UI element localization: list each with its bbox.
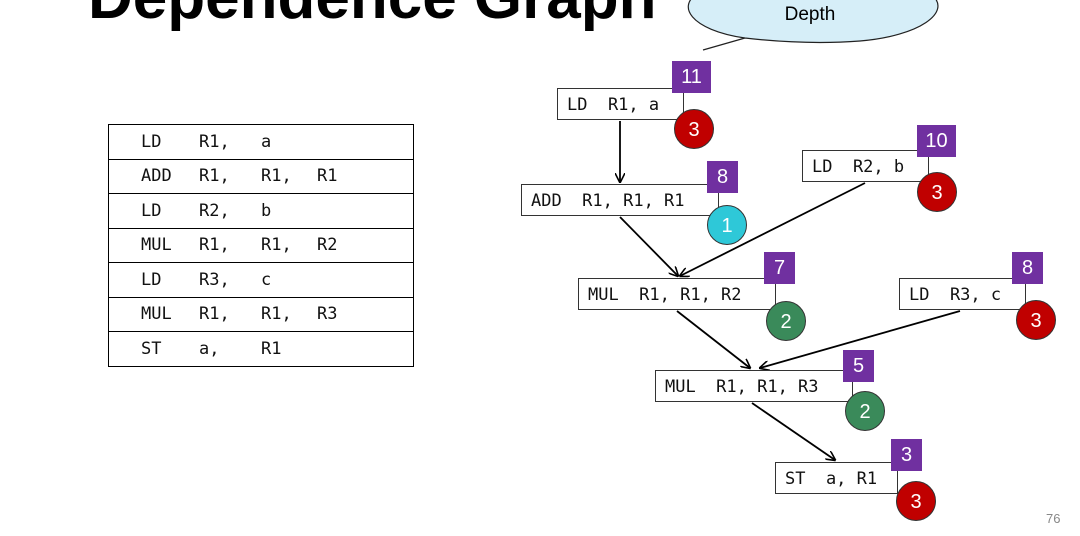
node-ld-r3-c: LD R3, c	[899, 278, 1026, 310]
priority-badge: 7	[764, 252, 795, 284]
code-cell: MUL	[108, 296, 199, 332]
edge	[619, 216, 678, 276]
code-cell: R1	[317, 158, 414, 194]
priority-badge: 10	[917, 125, 956, 157]
node-ld-r1-a: LD R1, a	[557, 88, 684, 120]
code-cell	[317, 124, 414, 160]
depth-badge: 3	[917, 172, 957, 212]
code-cell: b	[261, 193, 317, 229]
depth-callout: Depth	[784, 4, 836, 25]
priority-badge: 11	[672, 61, 711, 93]
code-cell: R2	[317, 227, 414, 263]
slide-title: Dependence Graph	[88, 0, 656, 33]
code-cell: R1,	[199, 296, 261, 332]
depth-badge: 2	[845, 391, 885, 431]
code-cell: MUL	[108, 227, 199, 263]
priority-badge: 5	[843, 350, 874, 382]
priority-badge: 3	[891, 439, 922, 471]
node-add: ADD R1, R1, R1	[521, 184, 719, 216]
code-cell: LD	[108, 124, 199, 160]
code-cell: R3,	[199, 262, 261, 298]
node-ld-r2-b: LD R2, b	[802, 150, 929, 182]
code-cell: a,	[199, 331, 261, 367]
depth-badge: 3	[1016, 300, 1056, 340]
depth-badge: 3	[896, 481, 936, 521]
code-cell	[317, 262, 414, 298]
code-cell: R1,	[261, 296, 317, 332]
callout-bubble	[687, 0, 939, 51]
code-cell: ADD	[108, 158, 199, 194]
code-cell: R1,	[199, 158, 261, 194]
depth-badge: 2	[766, 301, 806, 341]
node-mul-r3: MUL R1, R1, R3	[655, 370, 853, 402]
code-cell	[317, 331, 414, 367]
code-cell: ST	[108, 331, 199, 367]
code-cell: R1,	[199, 227, 261, 263]
code-cell: c	[261, 262, 317, 298]
edge	[760, 310, 961, 368]
code-cell: R1	[261, 331, 317, 367]
page-number: 76	[1046, 511, 1061, 526]
node-mul-r2: MUL R1, R1, R2	[578, 278, 776, 310]
code-cell: R2,	[199, 193, 261, 229]
code-cell	[317, 193, 414, 229]
priority-badge: 8	[1012, 252, 1043, 284]
node-st: ST a, R1	[775, 462, 898, 494]
depth-badge: 1	[707, 205, 747, 245]
code-cell: R1,	[261, 158, 317, 194]
code-cell: a	[261, 124, 317, 160]
code-cell: R3	[317, 296, 414, 332]
code-cell: R1,	[199, 124, 261, 160]
depth-badge: 3	[674, 109, 714, 149]
edge	[751, 402, 835, 460]
priority-badge: 8	[707, 161, 738, 193]
code-cell: LD	[108, 262, 199, 298]
code-cell: LD	[108, 193, 199, 229]
edge	[676, 310, 750, 368]
code-cell: R1,	[261, 227, 317, 263]
edge	[680, 182, 866, 276]
